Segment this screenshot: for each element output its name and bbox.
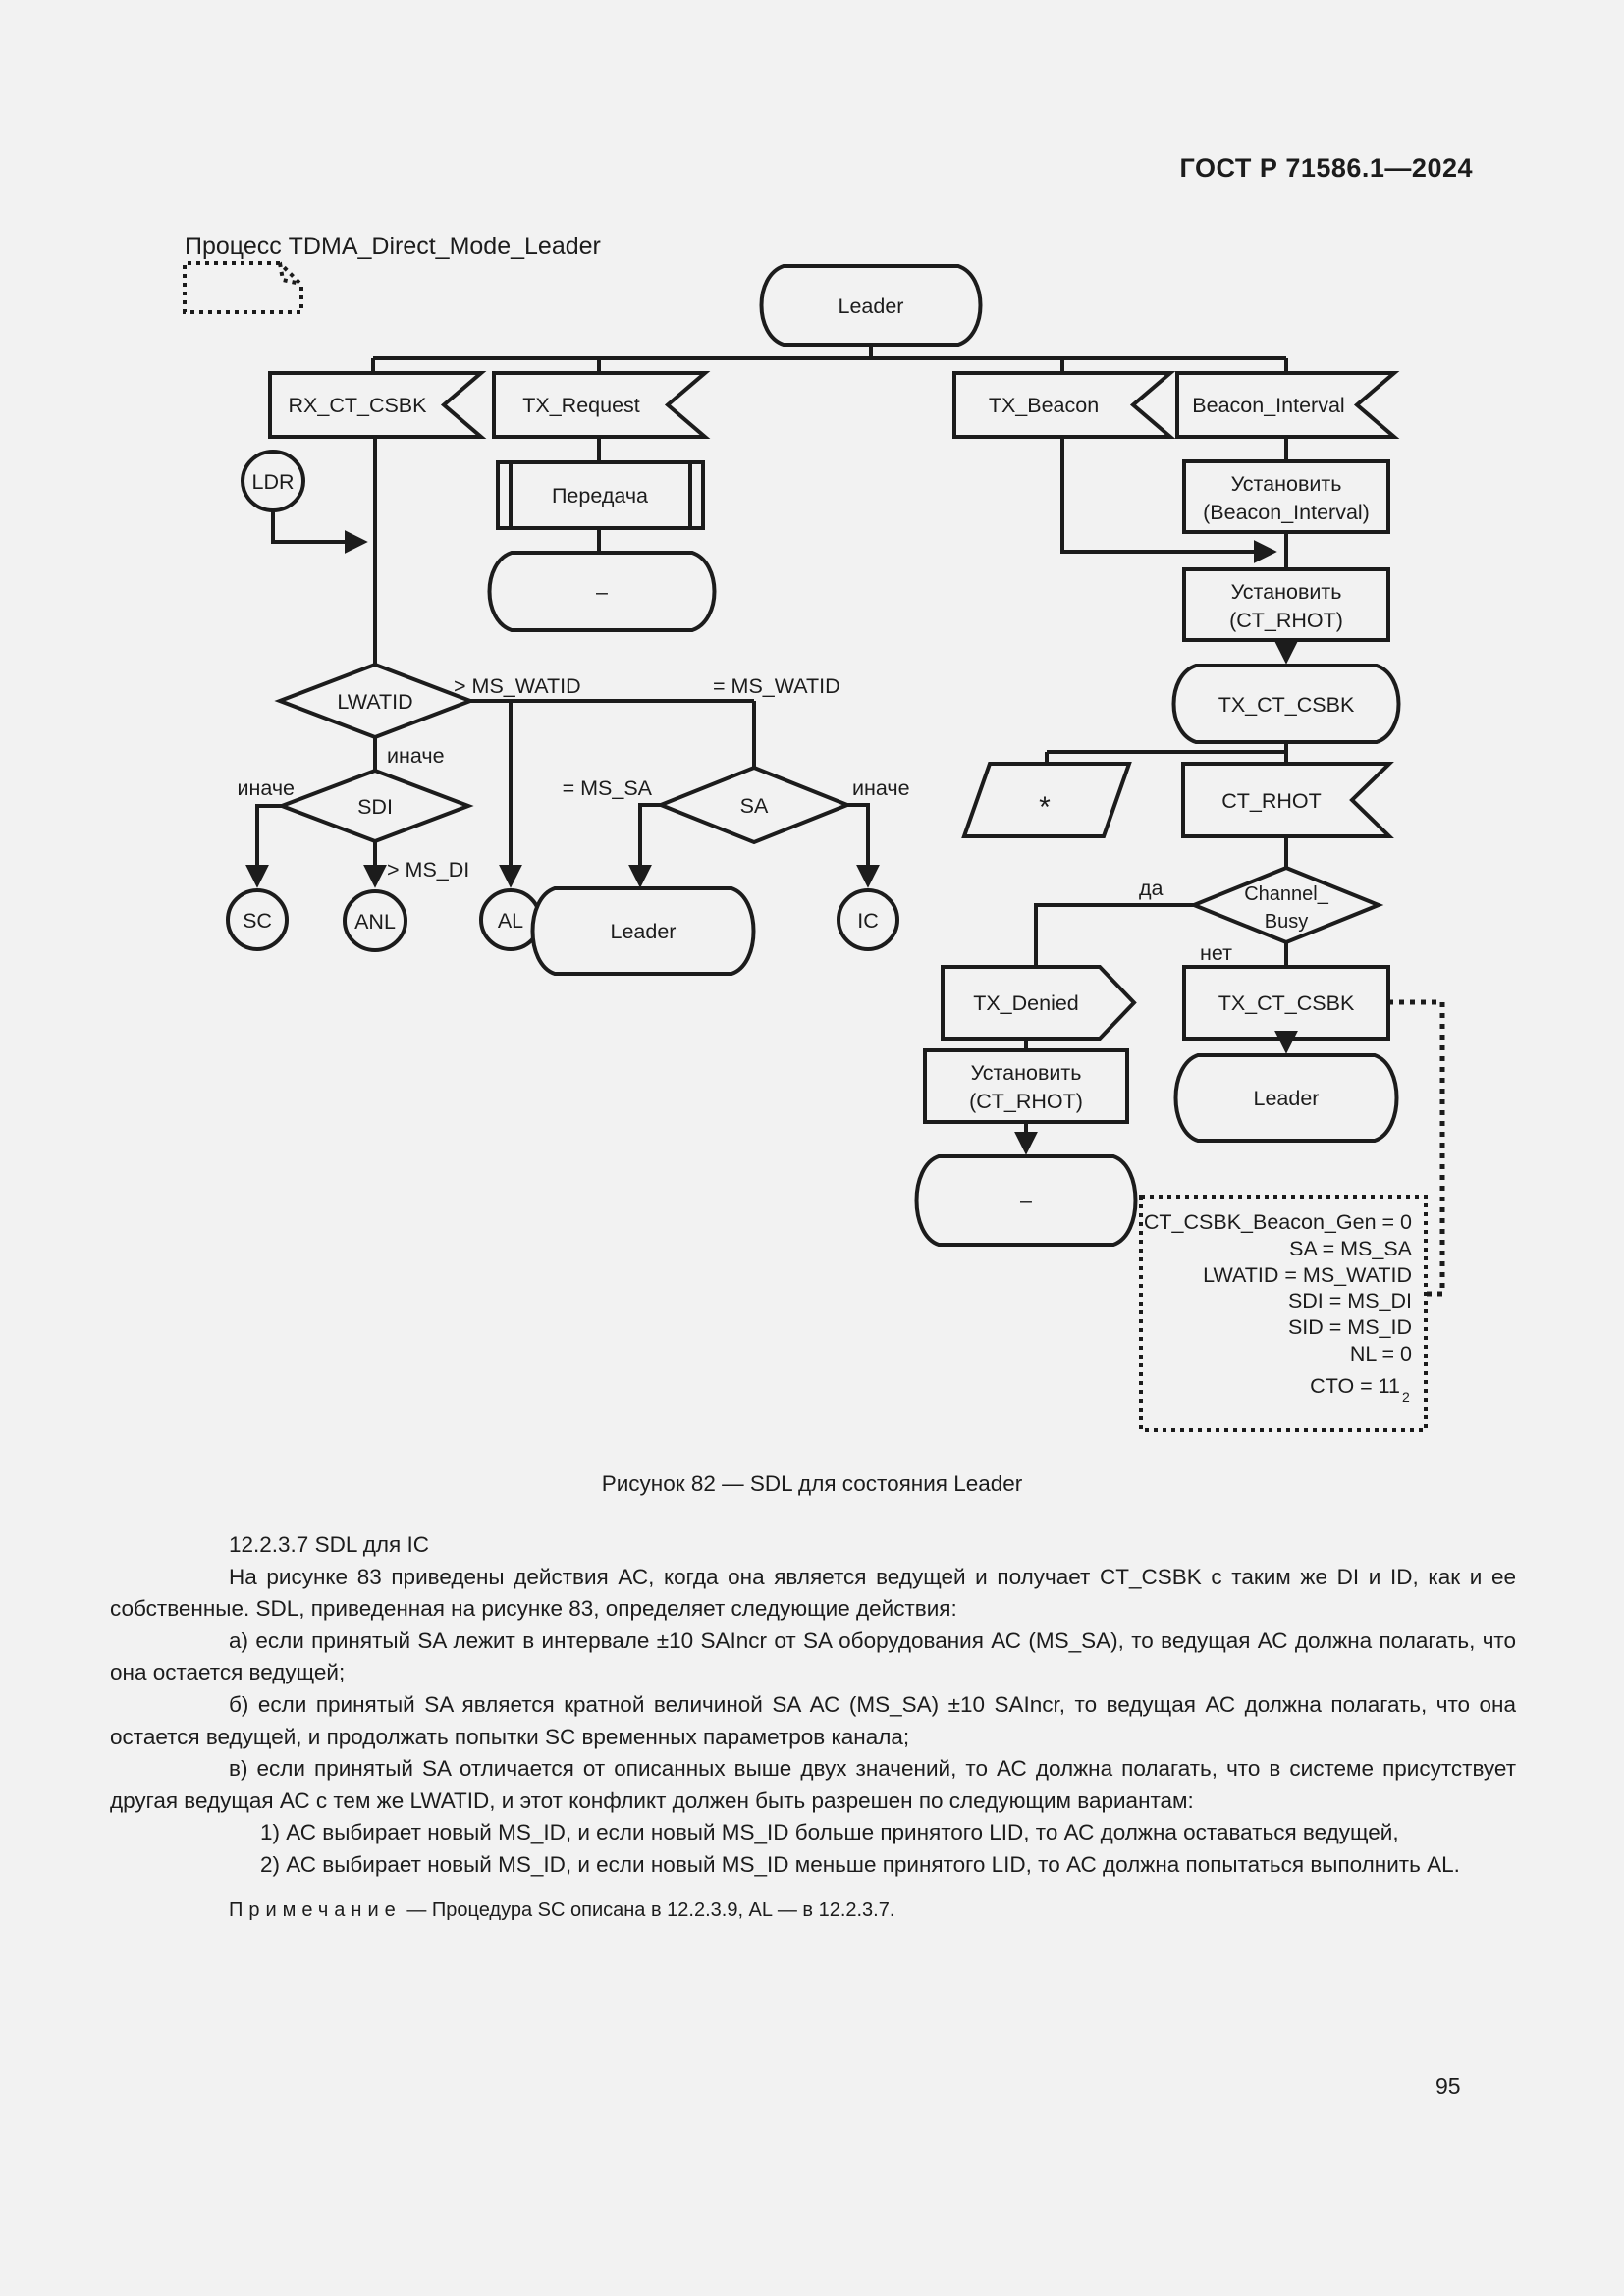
paragraph: а) если принятый SA лежит в интервале ±1…: [110, 1628, 1516, 1685]
task-set-ct-rhot-bottom: Установить (CT_RHOT): [923, 1048, 1129, 1124]
task-set-ct-rhot-top-line2: (CT_RHOT): [1229, 609, 1343, 632]
output-tx-denied-label: TX_Denied: [973, 991, 1079, 1015]
connector-ldr: LDR: [241, 450, 368, 554]
comment-block: CT_CSBK_Beacon_Gen = 0 SA = MS_SA LWATID…: [1139, 1195, 1428, 1432]
comment-line-cto-sub: 2: [1402, 1389, 1410, 1405]
branch-label-eq-ms-sa: = MS_SA: [563, 776, 653, 800]
input-tx-beacon-label: TX_Beacon: [989, 394, 1099, 417]
branch-label-no: нет: [1200, 941, 1232, 965]
task-set-beacon-interval: Установить (Beacon_Interval): [1182, 459, 1390, 534]
connector-al: AL: [479, 888, 542, 951]
clause-heading: 12.2.3.7 SDL для IC: [229, 1532, 429, 1557]
state-leader-mid: Leader: [530, 886, 756, 976]
output-tx-denied: TX_Denied: [941, 965, 1137, 1041]
input-ct-rhot-label: CT_RHOT: [1221, 789, 1322, 813]
connector-anl: ANL: [343, 889, 407, 952]
task-set-beacon-interval-line2: (Beacon_Interval): [1203, 501, 1370, 524]
task-set-ct-rhot-top-line1: Установить: [1231, 580, 1342, 604]
state-dash-right: –: [914, 1154, 1138, 1247]
task-set-ct-rhot-bottom-line2: (CT_RHOT): [969, 1090, 1083, 1113]
connector-lines: [371, 345, 1288, 1050]
comment-line-6: NL = 0: [1350, 1342, 1412, 1365]
decision-channel-busy: Channel_ Busy: [1188, 865, 1384, 945]
branch-label-otherwise-lwatid: иначе: [387, 744, 445, 768]
state-leader-top-label: Leader: [839, 294, 904, 318]
paragraph: б) если принятый SA является кратной вел…: [110, 1691, 1516, 1749]
branch-label-gt-ms-di: > MS_DI: [387, 858, 469, 881]
decision-channel-busy-line2: Busy: [1265, 911, 1308, 933]
state-leader-top: Leader: [759, 264, 983, 347]
comment-line-1: CT_CSBK_Beacon_Gen = 0: [1144, 1210, 1412, 1234]
input-beacon-interval: Beacon_Interval: [1175, 371, 1400, 439]
comment-line-5: SID = MS_ID: [1288, 1315, 1412, 1339]
process-label: Процесс TDMA_Direct_Mode_Leader: [185, 233, 601, 260]
decision-sa-label: SA: [740, 794, 769, 818]
comment-line-cto: CTO = 11: [1310, 1374, 1400, 1398]
connector-ldr-label: LDR: [251, 470, 294, 494]
decision-channel-busy-line1: Channel_: [1244, 883, 1329, 905]
page-number: 95: [1435, 2073, 1461, 2099]
decision-sa: SA: [655, 765, 853, 845]
input-rx-ct-csbk: RX_CT_CSBK: [268, 371, 487, 439]
state-dash-mid-label: –: [596, 580, 608, 604]
connector-al-label: AL: [498, 909, 523, 933]
branch-label-eq-ms-watid: = MS_WATID: [713, 674, 840, 698]
comment-line-2: SA = MS_SA: [1289, 1237, 1413, 1260]
task-set-ct-rhot-top: Установить (CT_RHOT): [1182, 567, 1390, 642]
decision-lwatid-label: LWATID: [337, 690, 412, 714]
state-leader-mid-label: Leader: [611, 920, 677, 943]
input-tx-beacon: TX_Beacon: [952, 371, 1176, 439]
connector-anl-label: ANL: [354, 910, 396, 934]
connector-ic: IC: [837, 888, 899, 951]
save-star-symbol: *: [961, 762, 1132, 838]
connector-ic-label: IC: [857, 909, 879, 933]
input-tx-request: TX_Request: [492, 371, 711, 439]
procedure-peredacha-label: Передача: [552, 484, 648, 507]
procedure-peredacha: Передача: [496, 460, 705, 530]
body-text: 12.2.3.7 SDL для IC На рисунке 83 привед…: [110, 1529, 1516, 1946]
arrow-tx-beacon-join: [1060, 437, 1277, 563]
save-star-label: *: [1039, 791, 1051, 824]
branch-label-otherwise-sa: иначе: [852, 776, 910, 800]
connector-sc: SC: [226, 888, 289, 951]
paragraph: в) если принятый SA отличается от описан…: [110, 1756, 1516, 1813]
sdl-diagram: Процесс TDMA_Direct_Mode_Leader Leader: [183, 233, 1445, 1432]
comment-symbol-icon: [183, 261, 303, 314]
arrow-to-leader-mid: [628, 803, 661, 888]
input-ct-rhot: CT_RHOT: [1181, 762, 1394, 838]
decision-lwatid: LWATID: [274, 662, 476, 740]
note-label: Примечание: [229, 1898, 402, 1921]
note-paragraph: Примечание — Процедура SC описана в 12.2…: [110, 1895, 1516, 1927]
task-set-beacon-interval-line1: Установить: [1231, 472, 1342, 496]
branch-label-otherwise-sdi: иначе: [237, 776, 295, 800]
note-text: — Процедура SC описана в 12.2.3.9, AL — …: [401, 1898, 895, 1921]
state-dash-right-label: –: [1020, 1189, 1032, 1212]
decision-sdi-label: SDI: [357, 795, 393, 819]
state-leader-right: Leader: [1173, 1053, 1399, 1143]
task-tx-ct-csbk-label: TX_CT_CSBK: [1218, 991, 1355, 1015]
state-tx-ct-csbk-label: TX_CT_CSBK: [1218, 693, 1355, 717]
arrow-to-ic: [847, 803, 880, 888]
branch-label-gt-ms-watid: > MS_WATID: [454, 674, 581, 698]
list-item: 2) АС выбирает новый MS_ID, и если новый…: [260, 1851, 1460, 1877]
state-tx-ct-csbk: TX_CT_CSBK: [1171, 664, 1401, 744]
connector-sc-label: SC: [243, 909, 272, 933]
input-rx-ct-csbk-label: RX_CT_CSBK: [289, 394, 428, 417]
decision-sdi: SDI: [276, 768, 474, 844]
state-leader-right-label: Leader: [1254, 1087, 1320, 1110]
state-dash-mid: –: [487, 551, 717, 632]
list-item: 1) АС выбирает новый MS_ID, и если новый…: [260, 1820, 1399, 1845]
input-beacon-interval-label: Beacon_Interval: [1192, 394, 1344, 417]
branch-label-yes: да: [1139, 877, 1164, 900]
input-tx-request-label: TX_Request: [522, 394, 640, 417]
comment-line-3: LWATID = MS_WATID: [1203, 1263, 1412, 1287]
paragraph: На рисунке 83 приведены действия АС, ког…: [110, 1564, 1516, 1622]
task-tx-ct-csbk: TX_CT_CSBK: [1182, 965, 1390, 1041]
task-set-ct-rhot-bottom-line1: Установить: [971, 1061, 1082, 1085]
figure-caption: Рисунок 82 — SDL для состояния Leader: [601, 1471, 1023, 1496]
arrow-to-sc: [245, 804, 282, 888]
doc-standard-number: ГОСТ Р 71586.1—2024: [1179, 153, 1473, 183]
comment-line-4: SDI = MS_DI: [1288, 1289, 1412, 1312]
